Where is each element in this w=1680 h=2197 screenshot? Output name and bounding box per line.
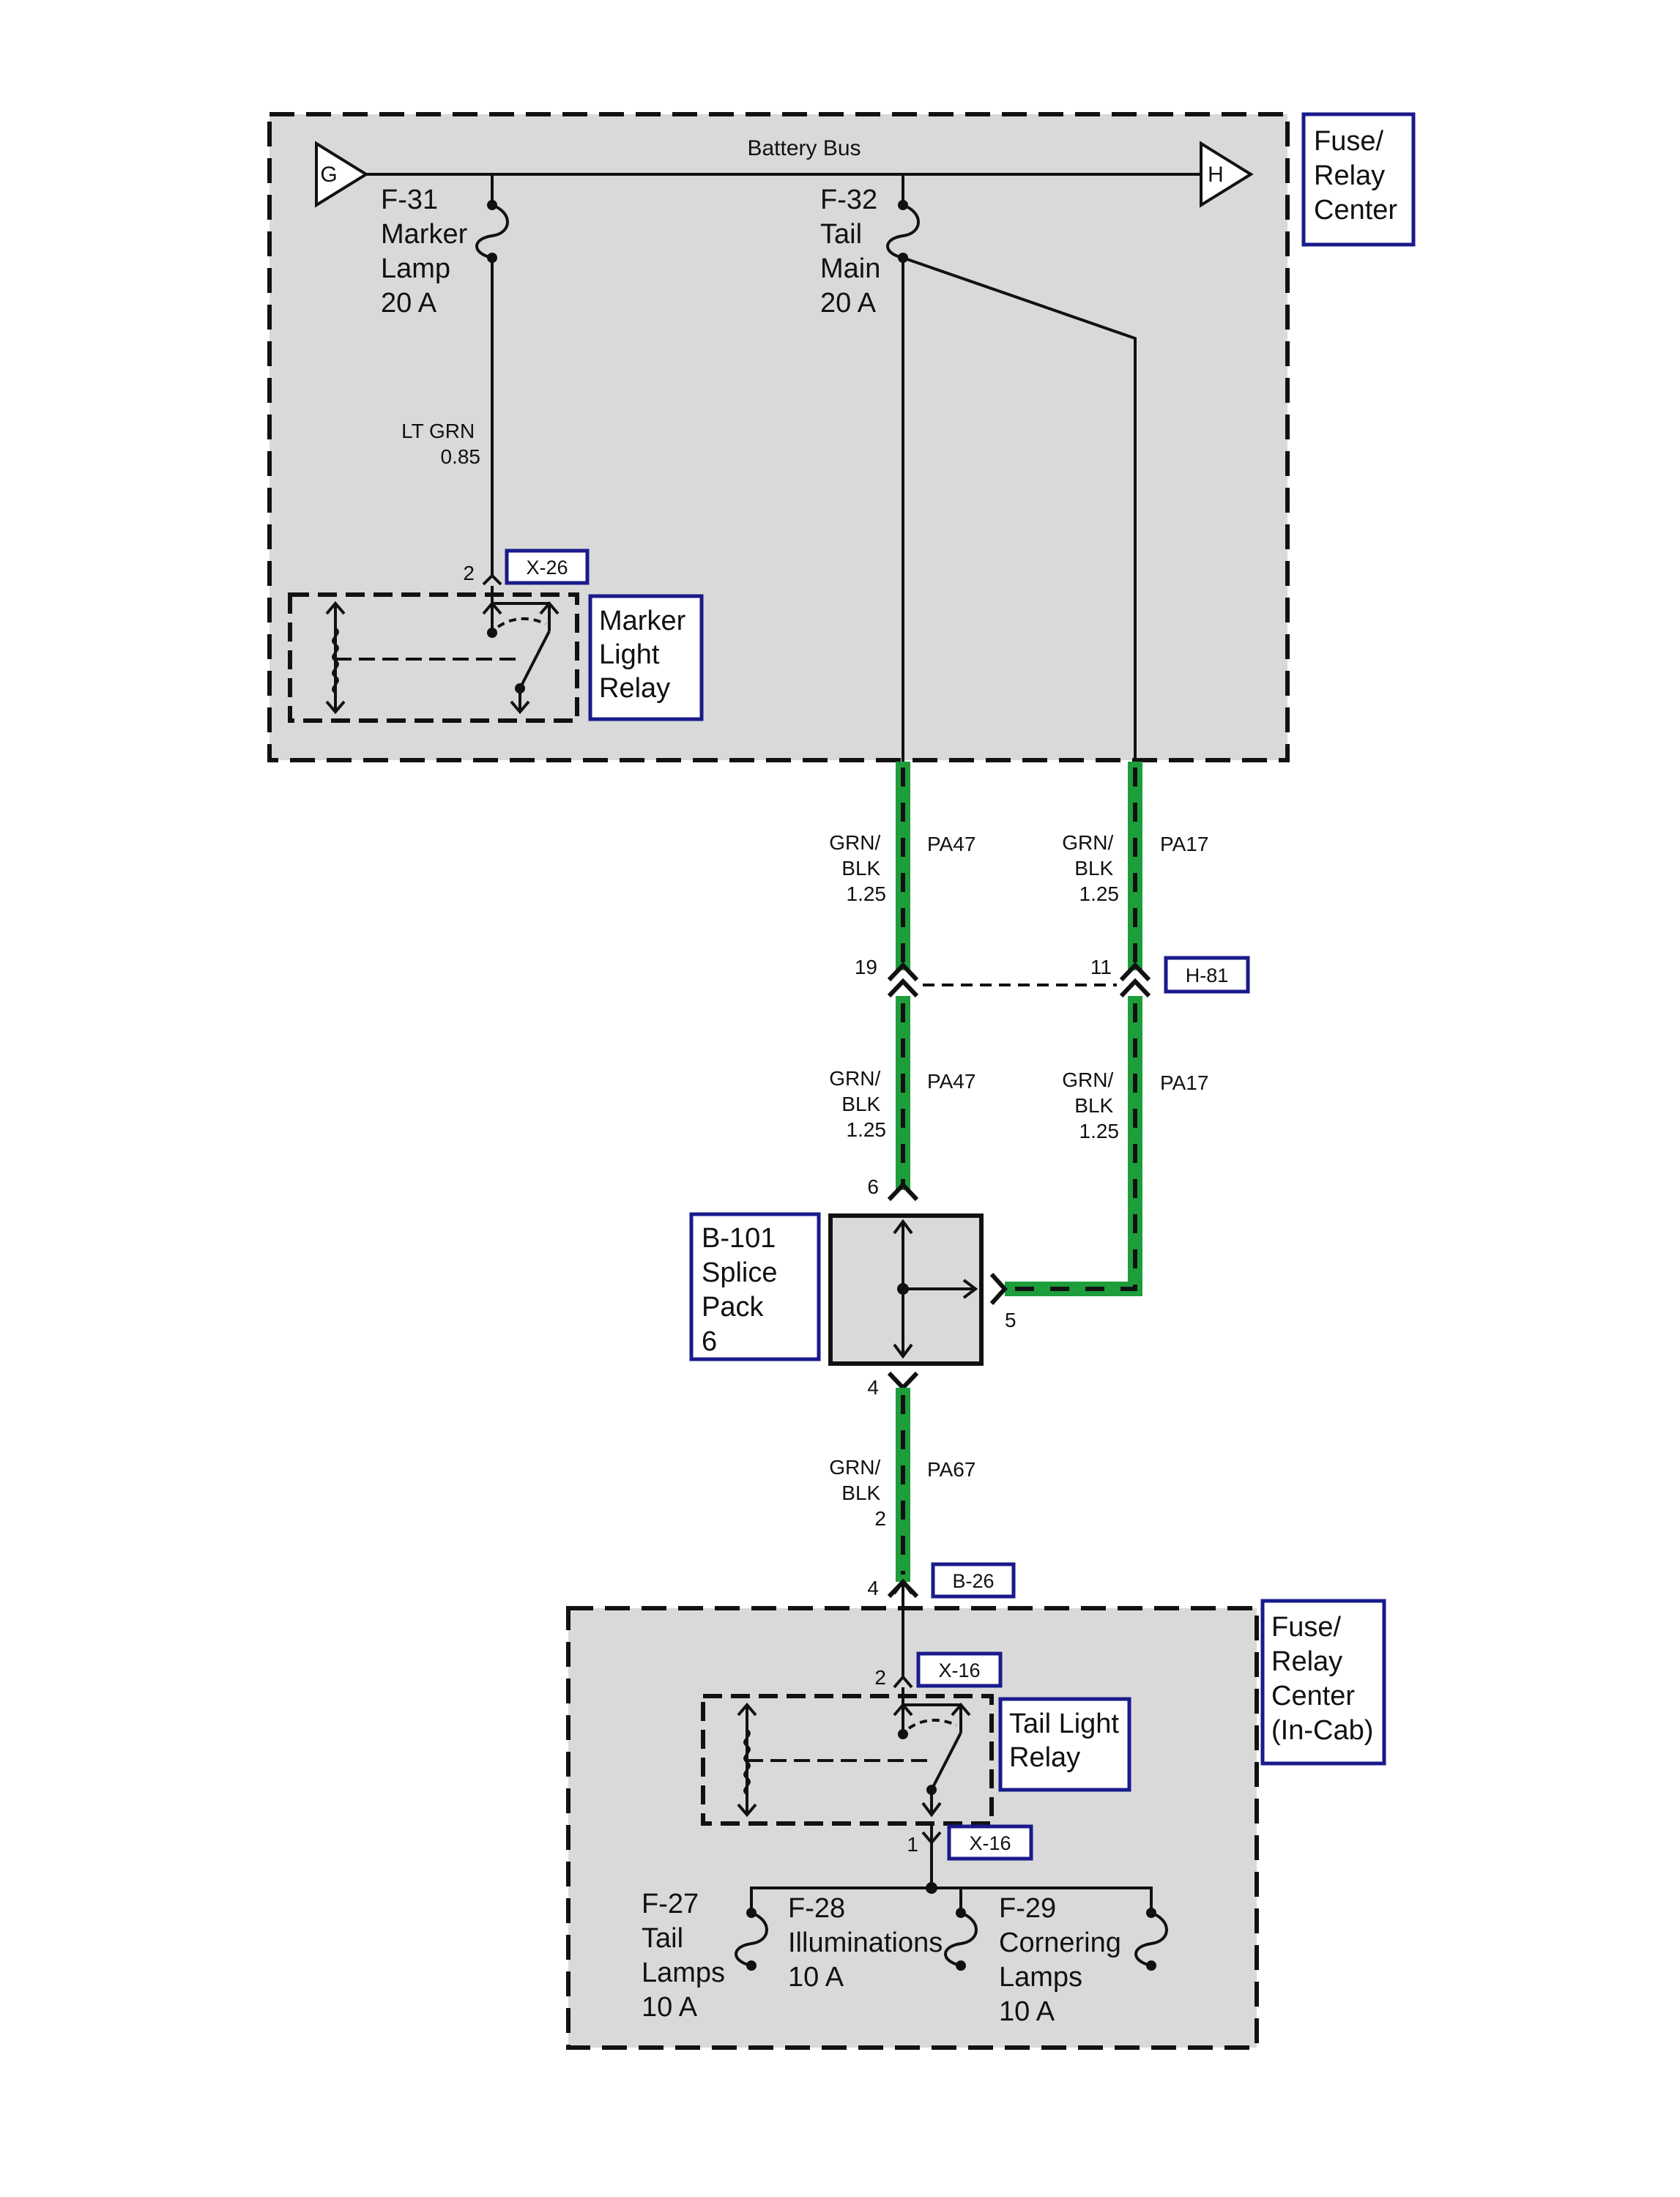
wire-pa17-upper-circuit: PA17 (1160, 833, 1208, 855)
battery-bus-label: Battery Bus (747, 136, 861, 160)
fuse-f32: F-32 Tail Main 20 A (820, 174, 920, 319)
connector-h81-right-pin: 11 (1090, 956, 1112, 978)
svg-text:G: G (320, 163, 337, 187)
fuse-f28: F-28 Illuminations 10 A (788, 1893, 978, 1993)
wire-pa47-upper-color: GRN/ BLK 1.25 (829, 831, 886, 905)
connector-b26-pin: 4 (867, 1577, 879, 1599)
splice-pack-tag: B-101 Splice Pack 6 (689, 1212, 821, 1361)
wire-pa17-upper-color: GRN/ BLK 1.25 (1062, 831, 1119, 905)
wire-pa47-upper-circuit: PA47 (927, 833, 975, 855)
connector-h-arrow: H (1200, 141, 1254, 208)
wire-pa17-lower-circuit: PA17 (1160, 1071, 1208, 1094)
wire-lt-grn-label: LT GRN 0.85 (401, 420, 480, 468)
marker-light-relay (288, 586, 579, 723)
top-module-tag: Fuse/ Relay Center (1301, 112, 1416, 247)
svg-text:Tail Light Relay: Tail Light Relay (1009, 1709, 1127, 1773)
connector-h81: 19 11 H-81 (855, 956, 1250, 998)
splice-pin-top: 6 (867, 1175, 879, 1198)
fuse-distribution-bus (750, 1886, 1153, 1913)
bottom-fuse-relay-center: 2 X-16 Tail Light (566, 1606, 1259, 2050)
connector-g-arrow: G (315, 141, 369, 208)
connector-x16-bottom-pin: 1 (907, 1833, 918, 1856)
connector-x26: 2 X-26 (463, 549, 590, 586)
fuse-f31-label: F-31 Marker Lamp 20 A (381, 185, 475, 319)
connector-b26: 4 B-26 (867, 1562, 1016, 1599)
splice-pack-b101: 6 5 4 (828, 1175, 1016, 1399)
wire-pa67-circuit: PA67 (927, 1458, 975, 1481)
fuse-f29-label: F-29 Cornering Lamps 10 A (999, 1893, 1129, 2027)
connector-x16-top-pin: 2 (874, 1666, 886, 1689)
fuse-f27-label: F-27 Tail Lamps 10 A (642, 1889, 733, 2023)
wire-pa17-lower (1005, 996, 1142, 1296)
wire-f32-right (902, 256, 1137, 762)
fuse-f32-label: F-32 Tail Main 20 A (820, 185, 888, 319)
wire-pa17-lower-color: GRN/ BLK 1.25 (1062, 1068, 1119, 1142)
connector-b26-tag: B-26 (952, 1570, 994, 1592)
fuse-f27: F-27 Tail Lamps 10 A (642, 1889, 768, 2023)
splice-pin-right: 5 (1005, 1309, 1016, 1331)
fuse-f31: F-31 Marker Lamp 20 A (381, 174, 509, 319)
connector-x16-top-tag: X-16 (938, 1659, 980, 1681)
marker-light-relay-tag: Marker Light Relay (588, 594, 704, 721)
bottom-module-box (566, 1606, 1259, 2050)
connector-x26-pin: 2 (463, 562, 475, 584)
wire-pa47-lower-color: GRN/ BLK 1.25 (829, 1067, 886, 1141)
wire-pa47-lower-circuit: PA47 (927, 1070, 975, 1093)
tail-light-relay (701, 1687, 994, 1826)
connector-h81-left-pin: 19 (855, 956, 877, 978)
harness: GRN/ BLK 1.25 PA47 GRN/ BLK 1.25 PA17 19… (689, 762, 1250, 1679)
svg-text:Fuse/ Relay Center: Fuse/ Relay Center (1314, 126, 1397, 226)
connector-x16-bottom: 1 X-16 (907, 1824, 1033, 1888)
wire-pa67-color: GRN/ BLK 2 (829, 1456, 886, 1530)
tail-light-relay-tag: Tail Light Relay (998, 1697, 1131, 1792)
svg-text:H: H (1208, 163, 1224, 187)
svg-text:B-101 Splice P: B-101 Splice Pack 6 (702, 1223, 785, 1357)
fuse-f29: F-29 Cornering Lamps 10 A (999, 1893, 1168, 2027)
top-fuse-relay-center: Battery Bus G H F-31 Marker Lamp 20 A LT… (267, 112, 1290, 762)
svg-text:Marker Light R: Marker Light Relay (599, 606, 694, 704)
fuse-f28-label: F-28 Illuminations 10 A (788, 1893, 951, 1993)
splice-pin-bottom: 4 (867, 1376, 879, 1399)
svg-text:Fuse/ Relay Center: Fuse/ Relay Center (In-Cab) (1271, 1612, 1373, 1746)
connector-x26-tag: X-26 (526, 557, 568, 579)
bottom-module-tag: Fuse/ Relay Center (In-Cab) (1260, 1599, 1386, 1766)
connector-h81-tag: H-81 (1186, 964, 1229, 986)
top-module-box (267, 112, 1290, 762)
connector-x16-top: 2 X-16 (874, 1651, 1003, 1689)
connector-x16-bottom-tag: X-16 (969, 1832, 1011, 1854)
